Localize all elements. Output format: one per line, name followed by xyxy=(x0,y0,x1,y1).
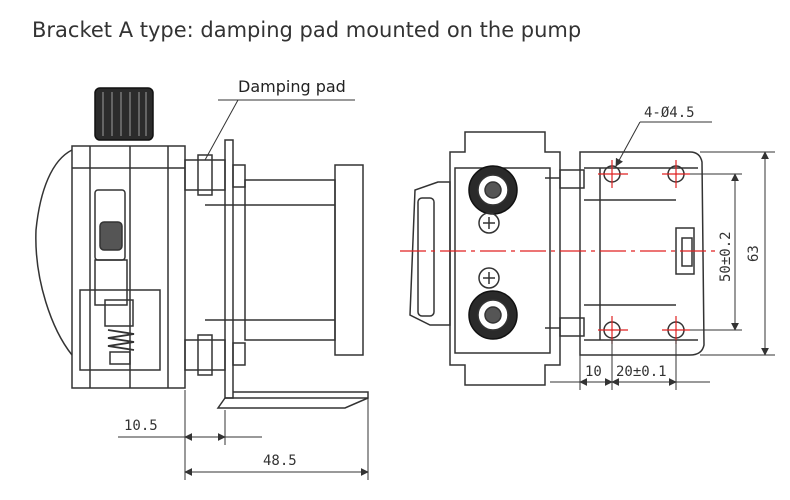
bracket-a xyxy=(216,139,369,409)
dimension-side-offset: 10.5 xyxy=(118,390,262,480)
dimension-front-horizontal: 10 20±0.1 xyxy=(550,340,710,390)
hole-spacing-h-label: 20±0.1 xyxy=(616,364,667,380)
side-total-label: 48.5 xyxy=(263,453,297,469)
front-studs xyxy=(545,169,585,337)
hole-callout-label: 4-Ø4.5 xyxy=(644,105,695,121)
hole-spacing-v-label: 50±0.2 xyxy=(718,231,734,282)
edge-to-hole-label: 10 xyxy=(585,364,602,380)
centerlines xyxy=(400,160,720,344)
pump-front-view xyxy=(409,131,705,386)
dimension-side-total: 48.5 xyxy=(184,398,369,480)
front-cover xyxy=(409,181,451,326)
dimension-hole-spacing-v: 50±0.2 xyxy=(690,173,742,331)
lower-port-icon xyxy=(468,267,518,340)
front-bracket-a xyxy=(579,151,705,356)
page-title: Bracket A type: damping pad mounted on t… xyxy=(32,18,582,42)
damping-pad-upper xyxy=(184,154,246,196)
upper-port-icon xyxy=(468,165,518,234)
damping-pad-callout: Damping pad xyxy=(204,77,355,161)
pump-knob xyxy=(94,87,154,141)
side-offset-label: 10.5 xyxy=(124,418,158,434)
damping-pad-label: Damping pad xyxy=(238,77,346,96)
bracket-height-label: 63 xyxy=(746,245,762,262)
motor-body xyxy=(205,164,364,356)
damping-pad-lower xyxy=(184,334,246,376)
pump-head xyxy=(35,145,186,389)
dimension-bracket-height: 63 xyxy=(700,151,775,356)
pump-side-view xyxy=(35,87,369,409)
hole-callout: 4-Ø4.5 xyxy=(615,105,712,167)
